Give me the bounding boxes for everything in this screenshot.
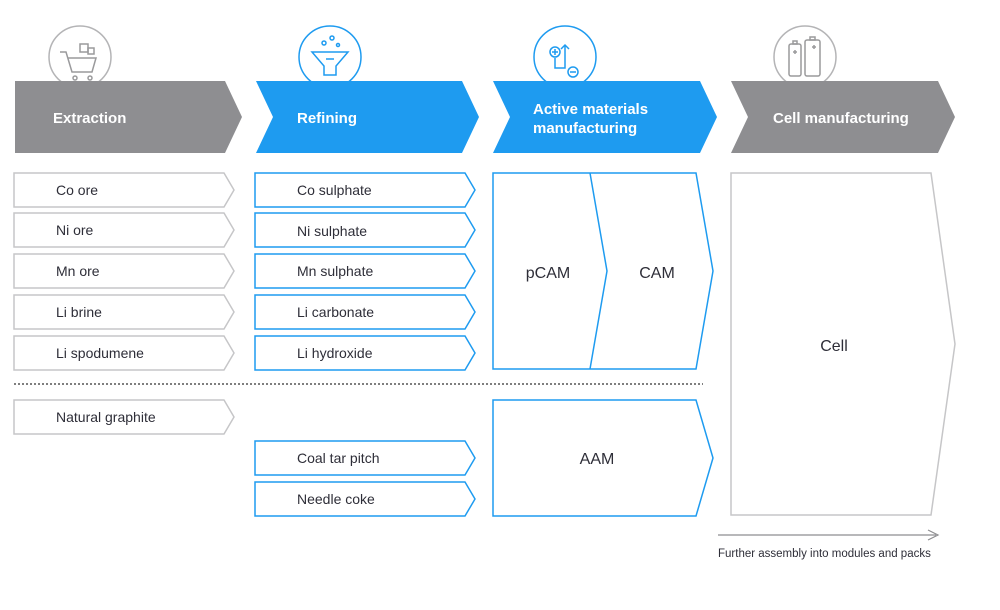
footer-note: Further assembly into modules and packs xyxy=(718,548,931,560)
assembly-arrow xyxy=(718,529,940,541)
extraction-item-label: Ni ore xyxy=(56,222,94,238)
stage-header-cell-label: Cell manufacturing xyxy=(773,110,909,127)
stage-icon-refining xyxy=(298,25,362,89)
pcam-label: pCAM xyxy=(526,265,570,282)
extraction-item: Ni ore xyxy=(13,212,235,248)
refining-item-label: Mn sulphate xyxy=(297,263,373,279)
cam-label: CAM xyxy=(639,265,675,282)
refining-item: Co sulphate xyxy=(254,172,476,208)
anode-active-material-block: AAM xyxy=(492,399,714,517)
refining-items: Co sulphate Ni sulphate Mn sulphate Li c… xyxy=(254,172,476,517)
refining-item-label: Li hydroxide xyxy=(297,345,373,361)
batteries-icon xyxy=(788,36,821,77)
extraction-item: Li brine xyxy=(13,294,235,330)
aam-label: AAM xyxy=(580,451,615,468)
stage-header-extraction: Extraction xyxy=(15,81,242,153)
refining-item-label: Needle coke xyxy=(297,491,375,507)
extraction-item-label: Li brine xyxy=(56,304,102,320)
stage-header-active-materials-label-line2: manufacturing xyxy=(533,120,637,137)
refining-item-label: Li carbonate xyxy=(297,304,374,320)
stage-icon-cell xyxy=(773,25,837,89)
refining-item: Li carbonate xyxy=(254,294,476,330)
cell-label: Cell xyxy=(820,338,848,355)
refining-item: Needle coke xyxy=(254,481,476,517)
extraction-item: Li spodumene xyxy=(13,335,235,371)
extraction-item: Co ore xyxy=(13,172,235,208)
extraction-item-label: Mn ore xyxy=(56,263,100,279)
extraction-item: Mn ore xyxy=(13,253,235,289)
refining-item: Li hydroxide xyxy=(254,335,476,371)
stage-header-active-materials: Active materials manufacturing xyxy=(493,81,717,153)
extraction-item-label: Natural graphite xyxy=(56,409,156,425)
cathode-active-materials-block: pCAM CAM xyxy=(492,172,714,370)
stage-icon-active-materials xyxy=(533,25,597,89)
stage-header-refining: Refining xyxy=(256,81,479,153)
refining-item-label: Ni sulphate xyxy=(297,223,367,239)
shopping-cart-icon xyxy=(60,43,97,81)
plus-minus-arrows-icon xyxy=(549,43,579,78)
cell-block: Cell xyxy=(730,172,956,516)
refining-item-label: Co sulphate xyxy=(297,182,372,198)
funnel-filter-icon xyxy=(310,35,350,76)
stage-header-active-materials-label-line1: Active materials xyxy=(533,101,648,118)
refining-item: Mn sulphate xyxy=(254,253,476,289)
refining-item: Ni sulphate xyxy=(254,212,476,248)
stage-header-extraction-label: Extraction xyxy=(53,110,126,127)
stage-header-refining-label: Refining xyxy=(297,110,357,127)
refining-item: Coal tar pitch xyxy=(254,440,476,476)
stage-icon-extraction xyxy=(48,25,112,89)
extraction-items: Co ore Ni ore Mn ore Li brine Li spodume… xyxy=(13,172,235,435)
refining-item-label: Coal tar pitch xyxy=(297,450,379,466)
extraction-item-label: Co ore xyxy=(56,182,98,198)
extraction-item: Natural graphite xyxy=(13,399,235,435)
stage-header-cell: Cell manufacturing xyxy=(731,81,955,153)
extraction-item-label: Li spodumene xyxy=(56,345,144,361)
